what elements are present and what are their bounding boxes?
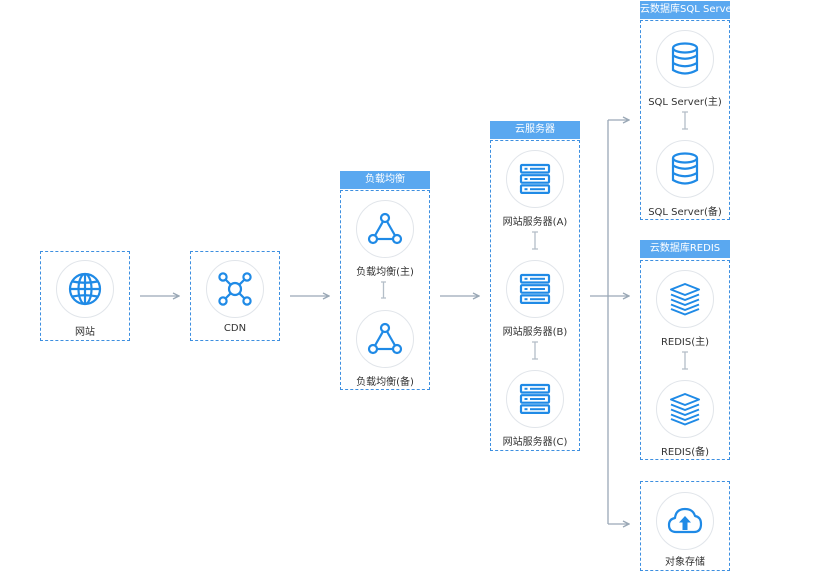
sync-link-server-ab [532,231,538,250]
lb-node-primary[interactable] [355,199,415,259]
cdn-box [190,251,280,341]
sync-link-server-bc [532,341,538,360]
lb-title: 负载均衡 [340,171,430,189]
server-label-a: 网站服务器(A) [502,217,568,228]
storage-box [640,481,730,571]
server-rack-icon [519,163,551,194]
sqlserver-label-backup: SQL Server(备) [648,207,722,218]
cloud-servers-box [490,140,580,451]
server-label-c: 网站服务器(C) [502,437,568,448]
server-rack-icon [519,273,551,304]
lb-box [340,190,430,390]
database-icon [671,152,699,185]
cloud-upload-icon [667,507,703,534]
redis-node-primary[interactable] [655,269,715,329]
globe-icon [68,272,102,306]
website-node[interactable] [55,259,115,319]
sqlserver-node-primary[interactable] [655,29,715,89]
cdn-node[interactable] [205,259,265,319]
storage-label: 对象存储 [665,557,705,568]
sqlserver-title: 云数据库SQL Server [640,1,730,19]
server-node-c[interactable] [505,369,565,429]
redis-label-backup: REDIS(备) [660,447,710,458]
layers-stack-icon [670,283,700,316]
redis-node-backup[interactable] [655,379,715,439]
server-node-b[interactable] [505,259,565,319]
network-triangle-icon [367,212,403,245]
server-label-b: 网站服务器(B) [502,327,568,338]
cloud-servers-title: 云服务器 [490,121,580,139]
website-box [40,251,130,341]
lb-label-backup: 负载均衡(备) [356,377,414,388]
sqlserver-box [640,20,730,220]
storage-node[interactable] [655,491,715,551]
lb-node-backup[interactable] [355,309,415,369]
sync-link-lb [381,281,386,299]
sqlserver-label-primary: SQL Server(主) [648,97,722,108]
redis-title: 云数据库REDIS [640,240,730,258]
server-node-a[interactable] [505,149,565,209]
lb-label-primary: 负载均衡(主) [356,267,414,278]
database-icon [671,42,699,75]
network-triangle-icon [367,322,403,355]
sqlserver-node-backup[interactable] [655,139,715,199]
sync-link-redis [682,351,688,370]
sync-link-sqlserver [682,111,688,130]
layers-stack-icon [670,393,700,426]
website-label: 网站 [75,327,95,338]
server-rack-icon [519,383,551,414]
network-hub-icon [218,272,252,306]
redis-box [640,260,730,460]
redis-label-primary: REDIS(主) [660,337,710,348]
cdn-label: CDN [223,323,247,334]
